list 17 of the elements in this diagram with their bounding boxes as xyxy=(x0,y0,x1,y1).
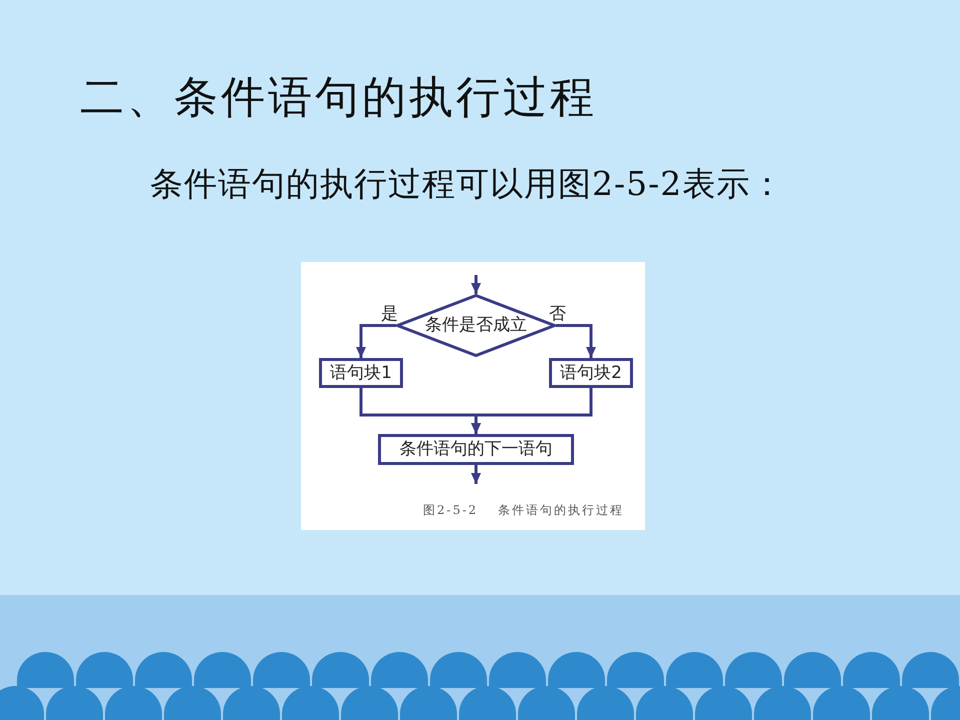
flow-arrow xyxy=(471,275,481,294)
flow-arrow xyxy=(556,324,596,358)
edge-label: 是 xyxy=(381,304,398,324)
figure-caption: 图2-5-2 条件语句的执行过程 xyxy=(423,502,624,518)
process-box xyxy=(378,434,574,465)
edge-label: 否 xyxy=(549,304,566,324)
slide-title: 二、条件语句的执行过程 xyxy=(80,71,597,125)
step-label: 语句块1 xyxy=(330,362,392,384)
step-label: 语句块2 xyxy=(560,362,622,384)
intro-sentence: 条件语句的执行过程可以用图2-5-2表示： xyxy=(150,163,784,205)
condition-text: 条件是否成立 xyxy=(425,315,527,336)
flow-arrow xyxy=(356,324,396,358)
step-label: 条件语句的下一语句 xyxy=(400,439,552,460)
flow-arrow xyxy=(471,465,481,484)
process-box xyxy=(319,358,403,388)
process-box xyxy=(549,358,633,388)
flow-arrow xyxy=(471,388,592,434)
